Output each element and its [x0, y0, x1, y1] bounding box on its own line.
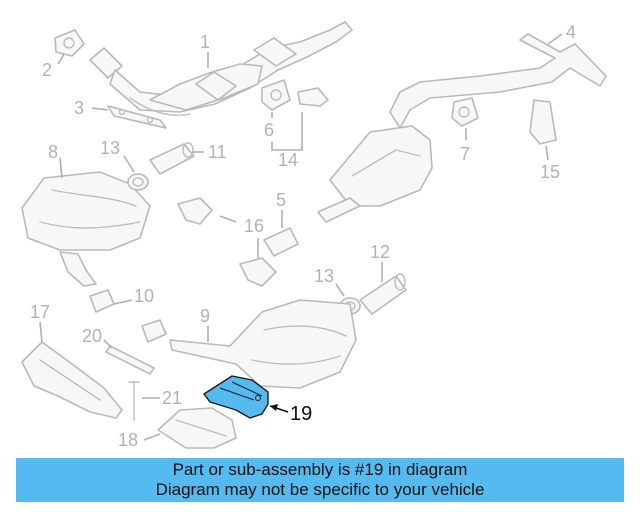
callout-11: 11 [208, 142, 227, 162]
part-17-heat-shield [21, 341, 123, 419]
part-8-muffler [21, 171, 151, 287]
center-muffler [317, 125, 433, 223]
callout-14: 14 [278, 150, 298, 170]
callout-10: 10 [134, 286, 154, 306]
callout-1: 1 [200, 32, 210, 52]
part-1-front-pipe [89, 21, 353, 116]
part-15-bracket [529, 99, 557, 145]
callout-2: 2 [42, 60, 52, 80]
part-4-tailpipe [389, 33, 607, 129]
part-14-bracket [297, 87, 329, 107]
callout-18: 18 [118, 430, 138, 450]
callout-8: 8 [48, 142, 58, 162]
callout-17: 17 [30, 302, 50, 322]
callout-4: 4 [566, 22, 576, 42]
part-3-shield [107, 105, 167, 129]
callout-13-lower: 13 [314, 266, 334, 286]
part-13-clamp-upper [127, 173, 149, 191]
callout-3: 3 [74, 98, 84, 118]
callout-6: 6 [264, 120, 274, 140]
callout-16: 16 [244, 216, 264, 236]
callout-21: 21 [162, 388, 182, 408]
callout-13-upper: 13 [100, 138, 120, 158]
part-21-bolt [128, 381, 140, 421]
callout-15: 15 [540, 162, 560, 182]
part-10-connector-upper [89, 289, 115, 313]
part-16-hanger-upper [177, 197, 213, 225]
part-18-heat-shield [157, 407, 237, 449]
part-10-connector-lower [141, 319, 167, 343]
part-19-heat-shield-highlighted[interactable] [203, 375, 269, 419]
callout-7: 7 [460, 144, 470, 164]
part-6-hanger [261, 79, 291, 111]
caption-line-2: Diagram may not be specific to your vehi… [155, 480, 485, 499]
part-16-hanger-lower [239, 257, 277, 287]
callout-20: 20 [82, 326, 102, 346]
part-12-tip [359, 273, 407, 315]
part-7-isolator [451, 97, 479, 127]
part-2-gasket [54, 29, 85, 57]
exhaust-system-diagram: 2 1 3 6 14 4 7 15 [21, 21, 607, 450]
callout-12: 12 [370, 242, 390, 262]
caption-banner: Part or sub-assembly is #19 in diagram D… [16, 458, 624, 502]
part-5-clamp [263, 227, 299, 257]
part-11-tip [149, 142, 195, 175]
part-9-muffler [169, 299, 357, 389]
callout-5: 5 [276, 190, 286, 210]
callout-9: 9 [200, 306, 210, 326]
caption-line-1: Part or sub-assembly is #19 in diagram [172, 460, 468, 479]
callout-19: 19 [290, 403, 312, 425]
part-20-strip [105, 345, 155, 375]
